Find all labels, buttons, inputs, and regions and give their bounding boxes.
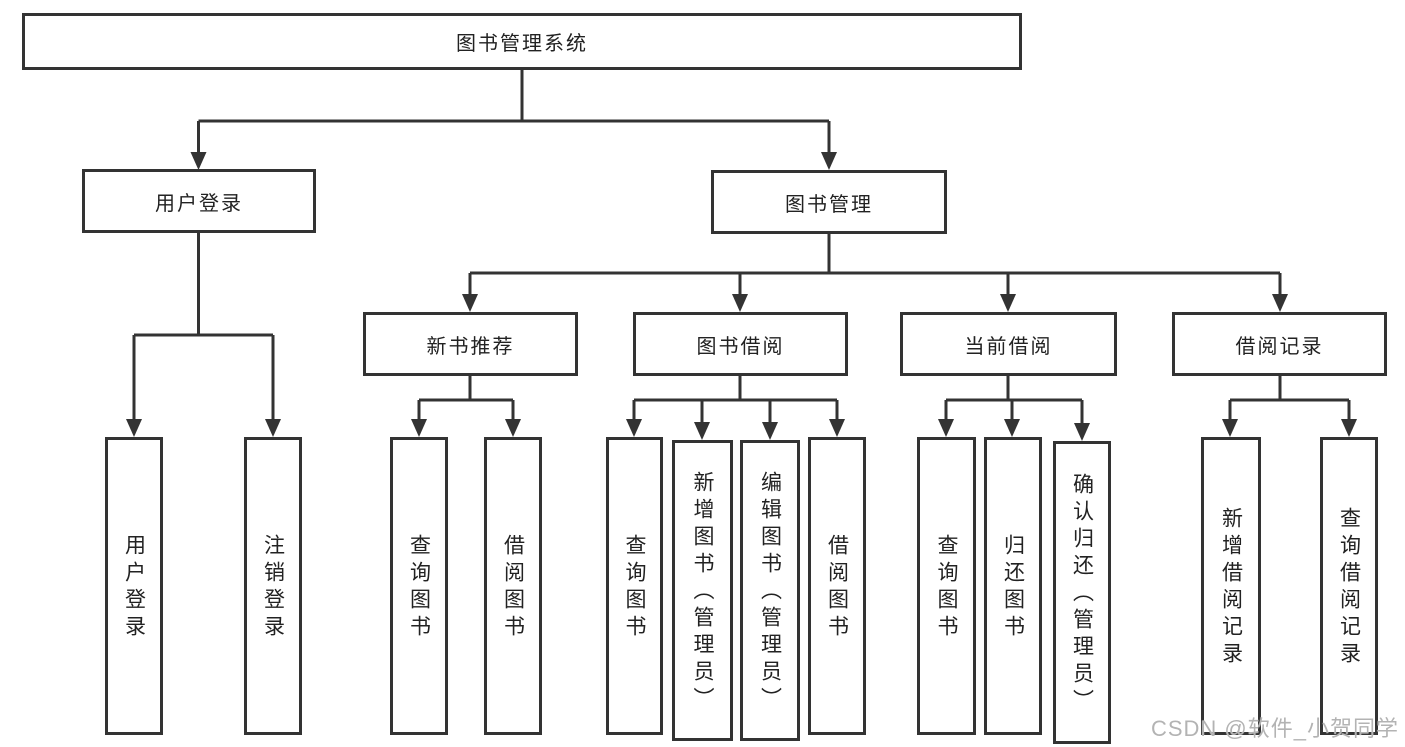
leaf-query-book-3: 查询图书 (917, 437, 976, 735)
leaf-user-login: 用户登录 (105, 437, 163, 735)
csdn-watermark: CSDN @软件_小贺同学 (1150, 716, 1399, 741)
leaf-add-book-admin: 新增图书（管理员） (672, 440, 733, 741)
node-borrow-records: 借阅记录 (1172, 312, 1387, 376)
leaf-edit-book-admin: 编辑图书（管理员） (740, 440, 800, 741)
leaf-query-book: 查询图书 (390, 437, 448, 735)
leaf-add-borrow-record: 新增借阅记录 (1201, 437, 1261, 735)
leaf-query-borrow-record: 查询借阅记录 (1320, 437, 1378, 735)
leaf-confirm-return-admin: 确认归还（管理员） (1053, 441, 1111, 744)
node-book-borrow: 图书借阅 (633, 312, 848, 376)
node-current-borrow: 当前借阅 (900, 312, 1117, 376)
leaf-return-book: 归还图书 (984, 437, 1042, 735)
node-user-login: 用户登录 (82, 169, 316, 233)
leaf-borrow-book-2: 借阅图书 (808, 437, 866, 735)
node-root: 图书管理系统 (22, 13, 1022, 70)
leaf-query-book-2: 查询图书 (606, 437, 663, 735)
leaf-logout-login: 注销登录 (244, 437, 302, 735)
node-book-management: 图书管理 (711, 170, 947, 234)
node-new-book-recommend: 新书推荐 (363, 312, 578, 376)
leaf-borrow-book: 借阅图书 (484, 437, 542, 735)
